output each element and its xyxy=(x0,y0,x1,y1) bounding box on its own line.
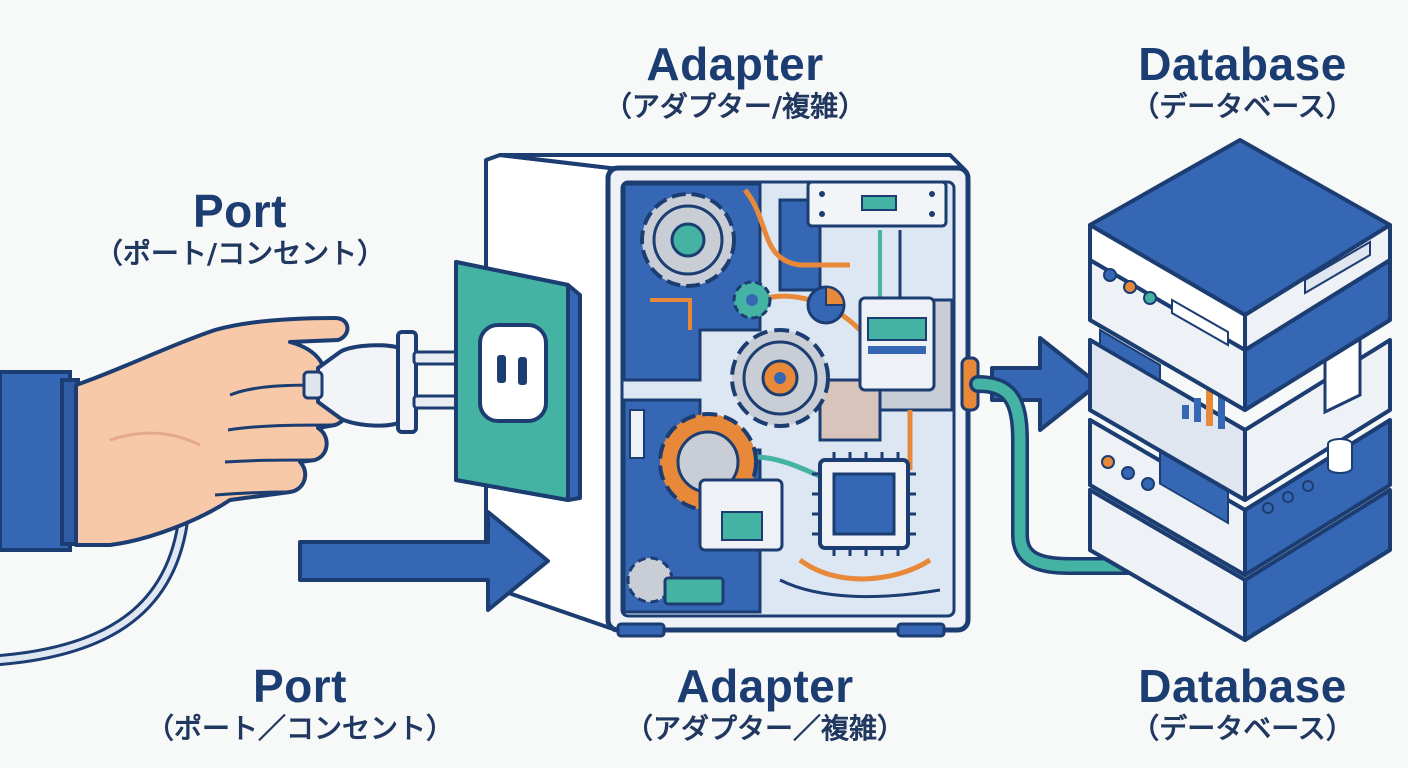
adapter-label-bottom: Adapter （アダプター／複雑） xyxy=(540,660,990,746)
chip-icon xyxy=(812,452,916,556)
adapter-title-top: Adapter xyxy=(646,38,824,90)
arrow-icon xyxy=(298,510,550,612)
database-label-bottom: Database （データベース） xyxy=(1070,660,1408,746)
database-subtitle-top: （データベース） xyxy=(1131,90,1354,123)
gear-icon xyxy=(640,192,736,288)
port-subtitle-bottom: （ポート／コンセント） xyxy=(145,712,454,745)
gear-icon xyxy=(732,280,772,320)
port-label-top: Port （ポート/コンセント） xyxy=(20,185,460,271)
port-label-bottom: Port （ポート／コンセント） xyxy=(60,660,540,746)
adapter-box xyxy=(484,153,980,638)
gear-icon xyxy=(730,328,830,428)
port-subtitle-top: （ポート/コンセント） xyxy=(94,237,386,270)
database-label-top: Database （データベース） xyxy=(1070,38,1408,124)
sleeve xyxy=(0,370,80,552)
server-stack-icon xyxy=(1088,138,1392,642)
adapter-title-bottom: Adapter xyxy=(676,660,854,712)
port-title-top: Port xyxy=(193,185,287,237)
hand-icon xyxy=(74,316,350,547)
adapter-label-top: Adapter （アダプター/複雑） xyxy=(520,38,950,124)
port-title-bottom: Port xyxy=(253,660,347,712)
database-title-bottom: Database xyxy=(1138,660,1347,712)
adapter-subtitle-top: （アダプター/複雑） xyxy=(603,90,867,123)
database-title-top: Database xyxy=(1138,38,1347,90)
outlet-icon xyxy=(454,260,582,502)
database-subtitle-bottom: （データベース） xyxy=(1131,712,1354,745)
adapter-subtitle-bottom: （アダプター／複雑） xyxy=(624,712,905,745)
arrow-icon xyxy=(990,336,1100,432)
